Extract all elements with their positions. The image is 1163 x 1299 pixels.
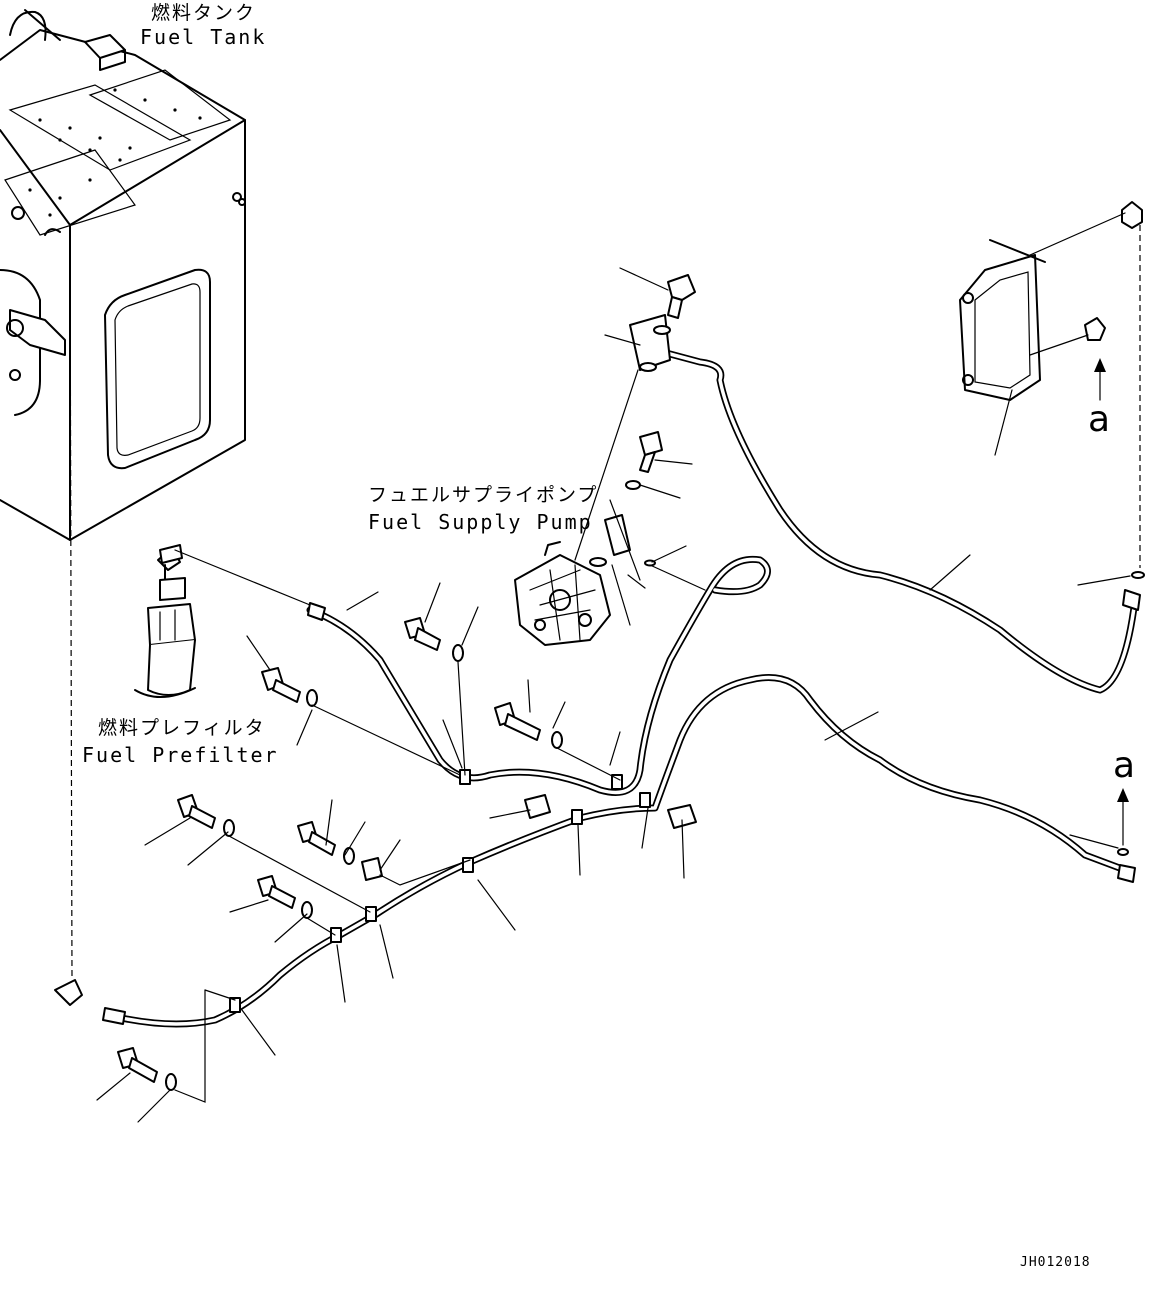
fuel-supply-pump-label-en: Fuel Supply Pump	[368, 510, 593, 534]
reference-mark-a-bottom: a	[1113, 745, 1136, 786]
fuel-tank-label-jp: 燃料タンク	[151, 2, 257, 24]
fuel-supply-pump-label-jp: フュエルサプライポンプ	[368, 484, 599, 506]
fasteners	[117, 274, 697, 1091]
drawing-code: JH012018	[1020, 1255, 1091, 1270]
fuel-prefilter-label-en: Fuel Prefilter	[82, 743, 279, 767]
fuel-filter-bracket	[959, 201, 1145, 579]
fuel-supply-pump	[514, 541, 611, 646]
fuel-tank	[0, 9, 246, 981]
reference-mark-a-top: a	[1088, 399, 1111, 440]
fuel-lines	[54, 314, 1141, 1028]
fuel-prefilter-label-jp: 燃料プレフィルタ	[98, 717, 266, 739]
leader-lines	[96, 267, 1131, 1123]
fuel-prefilter	[134, 547, 196, 699]
assembly-lines	[174, 369, 706, 1103]
reference-arrows	[1094, 358, 1129, 856]
fuel-tank-label-en: Fuel Tank	[140, 25, 267, 49]
